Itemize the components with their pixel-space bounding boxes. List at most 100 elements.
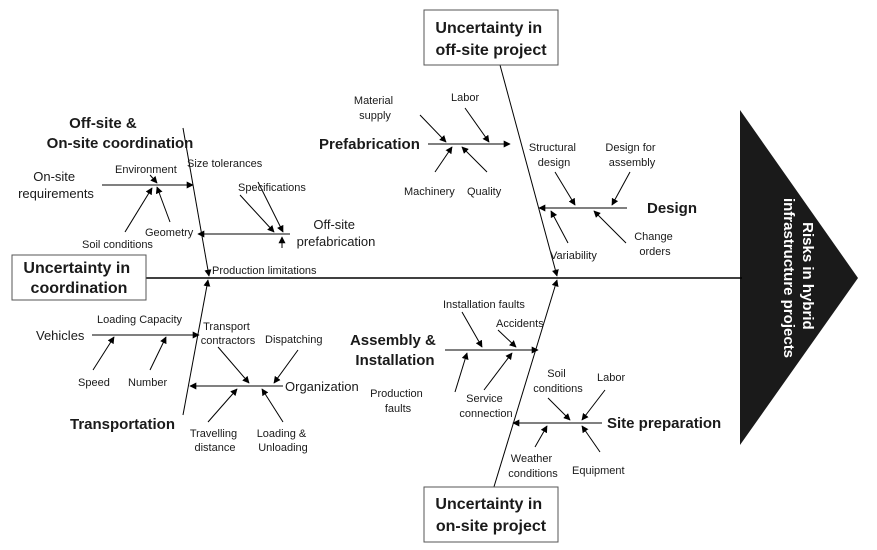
transport-contractors-line [217,346,250,384]
labor-top-line [464,107,490,143]
cause-loading-capacity: Loading Capacity [97,314,183,326]
box-onsite-project [423,486,559,543]
machinery-line [434,146,453,173]
number-line [149,336,167,371]
cause-speed: Speed [78,377,110,389]
cause-material-line-2: supply [359,110,391,122]
head-label-line-1: Risks in hybrid [799,222,816,330]
cause-production-faults: Production faults [370,388,426,415]
rib-transportation [182,279,211,416]
cause-quality: Quality [467,186,502,198]
cause-change-line-1: Change [634,231,673,243]
cause-soil-conditions-left: Soil conditions [82,239,153,251]
cause-dfa-line-2: assembly [609,157,656,169]
material-supply-line [419,114,447,143]
box-offsite-line-2: off-site project [435,42,547,59]
head-label: Risks in hybrid infrastructure projects [780,198,816,358]
cat-prefabrication: Prefabrication [319,136,420,153]
size-tolerances-line [257,181,284,233]
environment-line [149,174,158,184]
cat-assembly-line-1: Assembly & [350,332,436,349]
sub-offsite-line-2: prefabrication [297,234,376,249]
cause-dfa-line-1: Design for [605,142,655,154]
cause-structural-design: Structural design [529,142,579,169]
cause-soil-right-line-2: conditions [533,383,583,395]
cause-service-line-2: connection [459,408,512,420]
cause-accidents: Accidents [496,318,544,330]
sub-offsite-line-1: Off-site [313,217,355,232]
box-offsite-line-1: Uncertainty in [435,20,542,37]
travelling-distance-line [207,388,238,423]
cause-loading-line-1: Loading & [257,428,307,440]
box-onsite-project-label: Uncertainty in on-site project [435,496,546,535]
box-offsite-project [423,9,559,66]
cause-labor-top: Labor [451,92,479,104]
rib-onsite-project [492,279,559,491]
cause-structural-line-1: Structural [529,142,576,154]
variability-line [550,210,569,244]
cat-site-preparation: Site preparation [607,415,721,432]
dispatching-line [273,349,299,384]
cause-material-supply: Material supply [354,95,396,122]
sub-vehicles: Vehicles [36,328,85,343]
sub-onsite-requirements: On-site requirements [18,169,94,201]
cause-loading-line-2: Unloading [258,442,308,454]
cat-design: Design [647,200,697,217]
box-onsite-line-1: Uncertainty in [435,496,542,513]
cause-variability: Variability [550,250,597,262]
cause-travelling-line-1: Travelling [190,428,237,440]
cat-coord-line-2: On-site coordination [47,135,194,152]
cause-weather-line-1: Weather [511,453,553,465]
sub-offsite-prefabrication: Off-site prefabrication [297,217,376,249]
cause-structural-line-2: design [538,157,570,169]
cause-size-tolerances: Size tolerances [187,158,263,170]
specifications-line [239,194,275,233]
cause-travelling-distance: Travelling distance [190,428,240,454]
cat-assembly-installation: Assembly & Installation [350,332,440,369]
soil-cond-left-line [124,187,153,233]
cause-material-line-1: Material [354,95,393,107]
change-orders-line [593,210,627,244]
sub-onsite-line-1: On-site [33,169,75,184]
cause-number: Number [128,377,167,389]
sub-onsite-line-2: requirements [18,186,94,201]
installation-faults-line [461,311,483,348]
cause-design-for-assembly: Design for assembly [605,142,658,169]
geometry-line-a [155,186,171,223]
loading-unloading-line [261,388,284,423]
cause-service-line-1: Service [466,393,503,405]
cause-change-line-2: orders [639,246,671,258]
weather-line [534,425,548,448]
cause-labor-bottom: Labor [597,372,625,384]
cause-specifications: Specifications [238,182,306,194]
quality-line [461,146,488,173]
cause-production-faults-line-2: faults [385,403,412,415]
cause-transport-line-1: Transport [203,321,250,333]
rib-offsite-project [499,64,559,277]
cause-production-limitations: Production limitations [212,265,317,277]
design-for-assembly-line [611,171,631,206]
cause-weather-line-2: conditions [508,468,558,480]
structural-design-line [554,171,576,206]
cause-installation-faults: Installation faults [443,299,525,311]
head-label-line-2: infrastructure projects [780,198,797,358]
accidents-line [497,329,517,348]
cause-machinery: Machinery [404,186,455,198]
cause-transport-contractors: Transport contractors [201,321,256,347]
cat-offsite-onsite-coordination: Off-site & On-site coordination [47,115,194,152]
cause-soil-right-line-1: Soil [547,368,565,380]
cause-service-connection: Service connection [459,393,512,420]
soil-cond-right-line [547,397,571,421]
cat-assembly-line-2: Installation [355,352,434,369]
cause-travelling-line-2: distance [195,442,236,454]
cause-weather-conditions: Weather conditions [508,453,558,480]
box-onsite-line-2: on-site project [436,518,547,535]
sub-organization: Organization [285,379,359,394]
head-arrow [740,110,858,445]
cause-dispatching: Dispatching [265,334,322,346]
box-coordination-line-1: Uncertainty in [23,260,130,277]
box-coordination-line-2: coordination [31,280,128,297]
production-faults-line [454,352,469,393]
cause-transport-line-2: contractors [201,335,256,347]
